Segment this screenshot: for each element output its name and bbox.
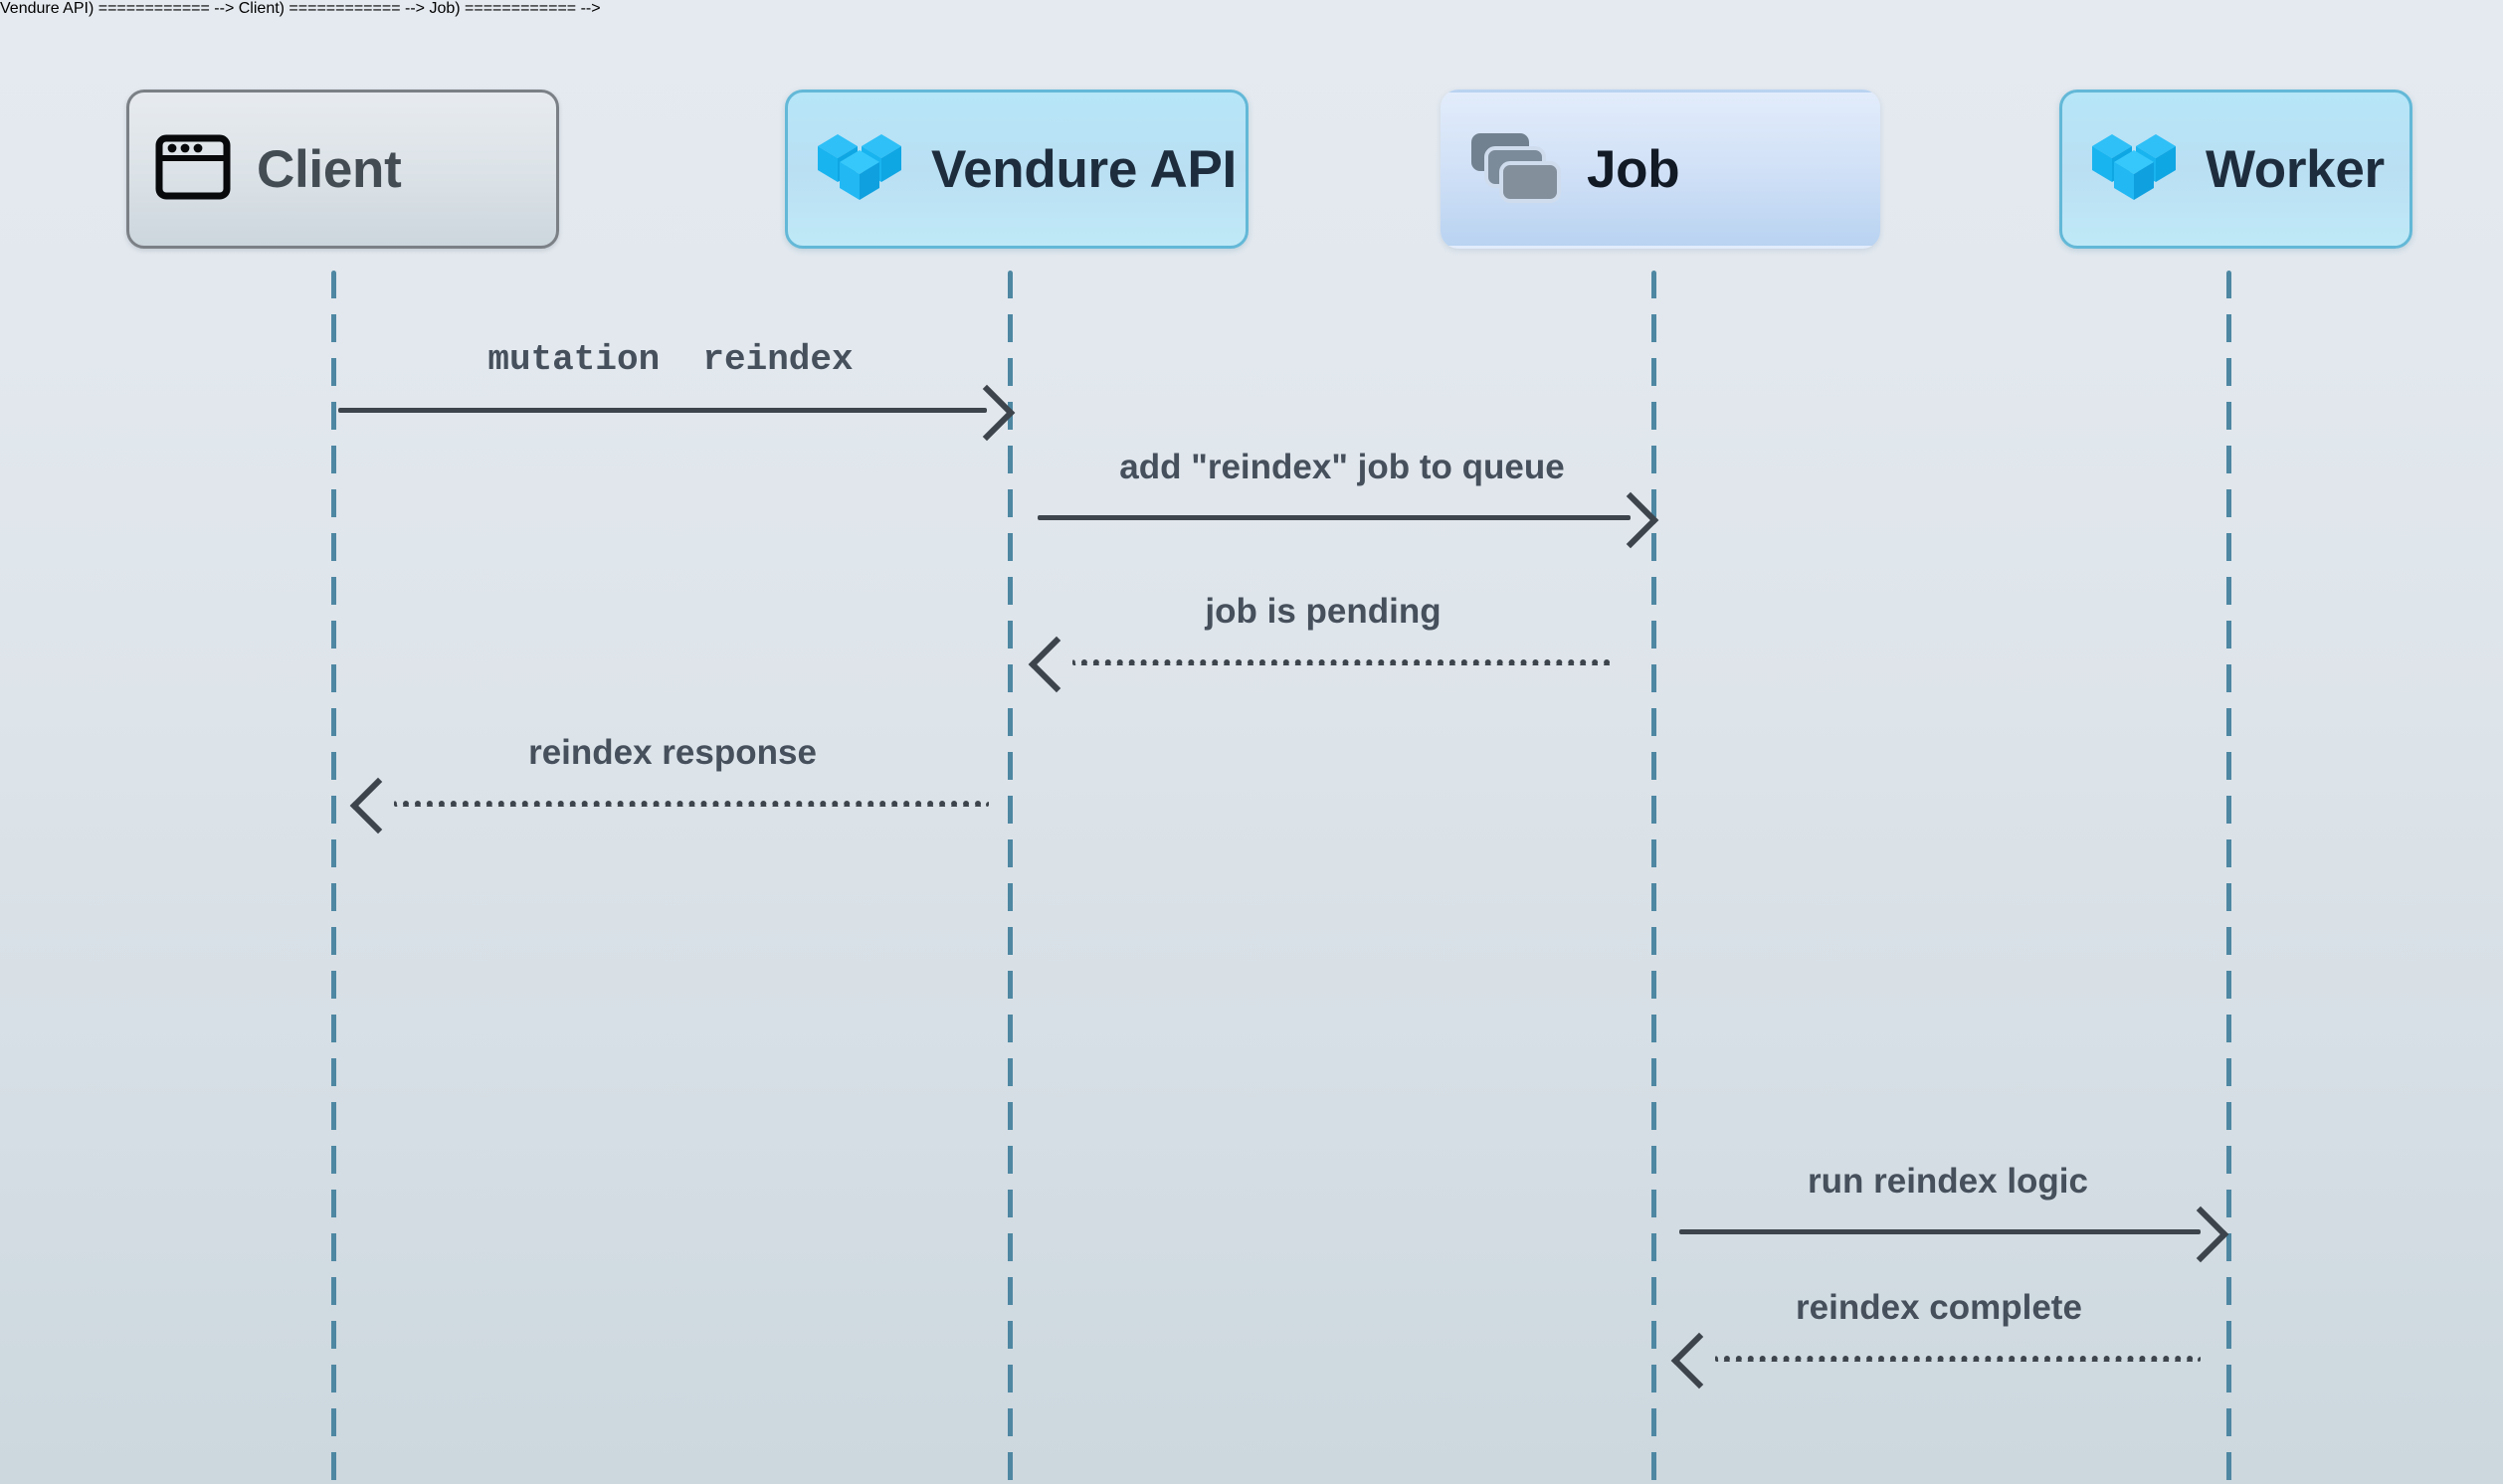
lifeline-job [1651, 271, 1656, 1484]
participant-job[interactable]: Job [1441, 90, 1880, 249]
participant-worker[interactable]: Worker [2059, 90, 2412, 249]
arrowhead-left-reindex-response [349, 777, 407, 835]
message-label-reindex-response: reindex response [528, 733, 817, 772]
message-line-run-reindex-logic [1679, 1229, 2201, 1234]
message-label-reindex-complete: reindex complete [1796, 1288, 2082, 1327]
message-line-job-is-pending [1072, 659, 1612, 665]
message-label-add-job-to-queue: add "reindex" job to queue [1119, 448, 1565, 486]
participant-client[interactable]: Client [126, 90, 559, 249]
message-label-job-is-pending: job is pending [1205, 592, 1442, 631]
arrowhead-left-job-is-pending [1028, 636, 1085, 693]
arrowhead-right-run-reindex-logic [2172, 1206, 2229, 1263]
vendure-cubes-icon [814, 128, 905, 211]
message-line-mutation-reindex [338, 408, 987, 413]
participant-label-client: Client [257, 139, 402, 199]
lifeline-client [331, 271, 336, 1484]
participant-label-worker: Worker [2206, 139, 2385, 199]
vendure-cubes-icon [2088, 128, 2180, 211]
arrowhead-right-mutation-reindex [958, 384, 1016, 442]
arrowhead-left-reindex-complete [1670, 1332, 1728, 1390]
browser-window-icon [155, 134, 231, 205]
message-label-mutation-reindex: mutation reindex [487, 339, 854, 380]
stacked-cards-icon [1469, 131, 1561, 208]
lifeline-vendure-api [1008, 271, 1013, 1484]
message-line-add-job-to-queue [1038, 515, 1631, 520]
participant-label-vendure-api: Vendure API [931, 139, 1237, 199]
lifeline-worker [2226, 271, 2231, 1484]
message-line-reindex-complete [1715, 1356, 2201, 1362]
message-label-run-reindex-logic: run reindex logic [1808, 1162, 2088, 1201]
participant-vendure-api[interactable]: Vendure API [785, 90, 1249, 249]
participant-label-job: Job [1587, 139, 1680, 199]
message-line-reindex-response [394, 801, 989, 807]
arrowhead-right-add-job-to-queue [1602, 491, 1659, 549]
